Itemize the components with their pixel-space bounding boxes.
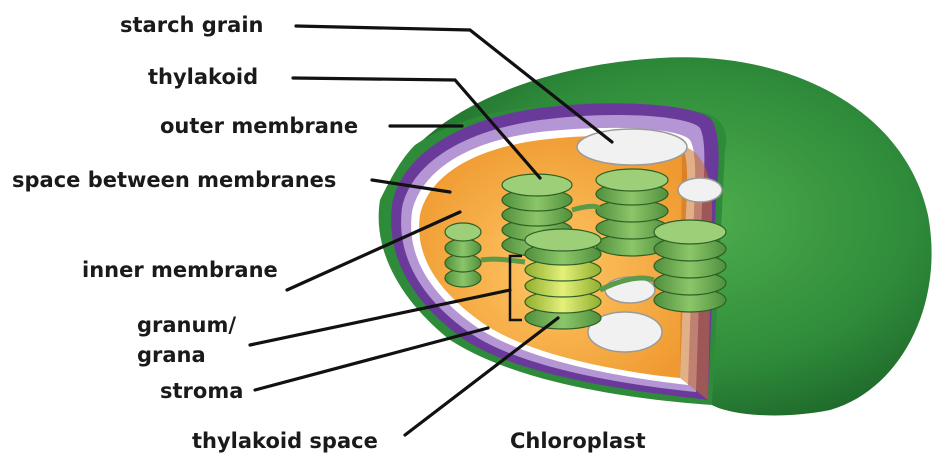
label-granum-line2: grana — [137, 343, 206, 367]
label-stroma: stroma — [160, 379, 243, 403]
label-space-between-membranes: space between membranes — [12, 168, 336, 192]
diagram-caption: Chloroplast — [510, 429, 646, 453]
label-inner-membrane: inner membrane — [82, 258, 278, 282]
label-outer-membrane: outer membrane — [160, 114, 358, 138]
label-granum-line1: granum/ — [137, 313, 236, 337]
label-thylakoid-space: thylakoid space — [192, 429, 378, 453]
label-starch-grain: starch grain — [120, 13, 263, 37]
label-thylakoid: thylakoid — [148, 65, 258, 89]
